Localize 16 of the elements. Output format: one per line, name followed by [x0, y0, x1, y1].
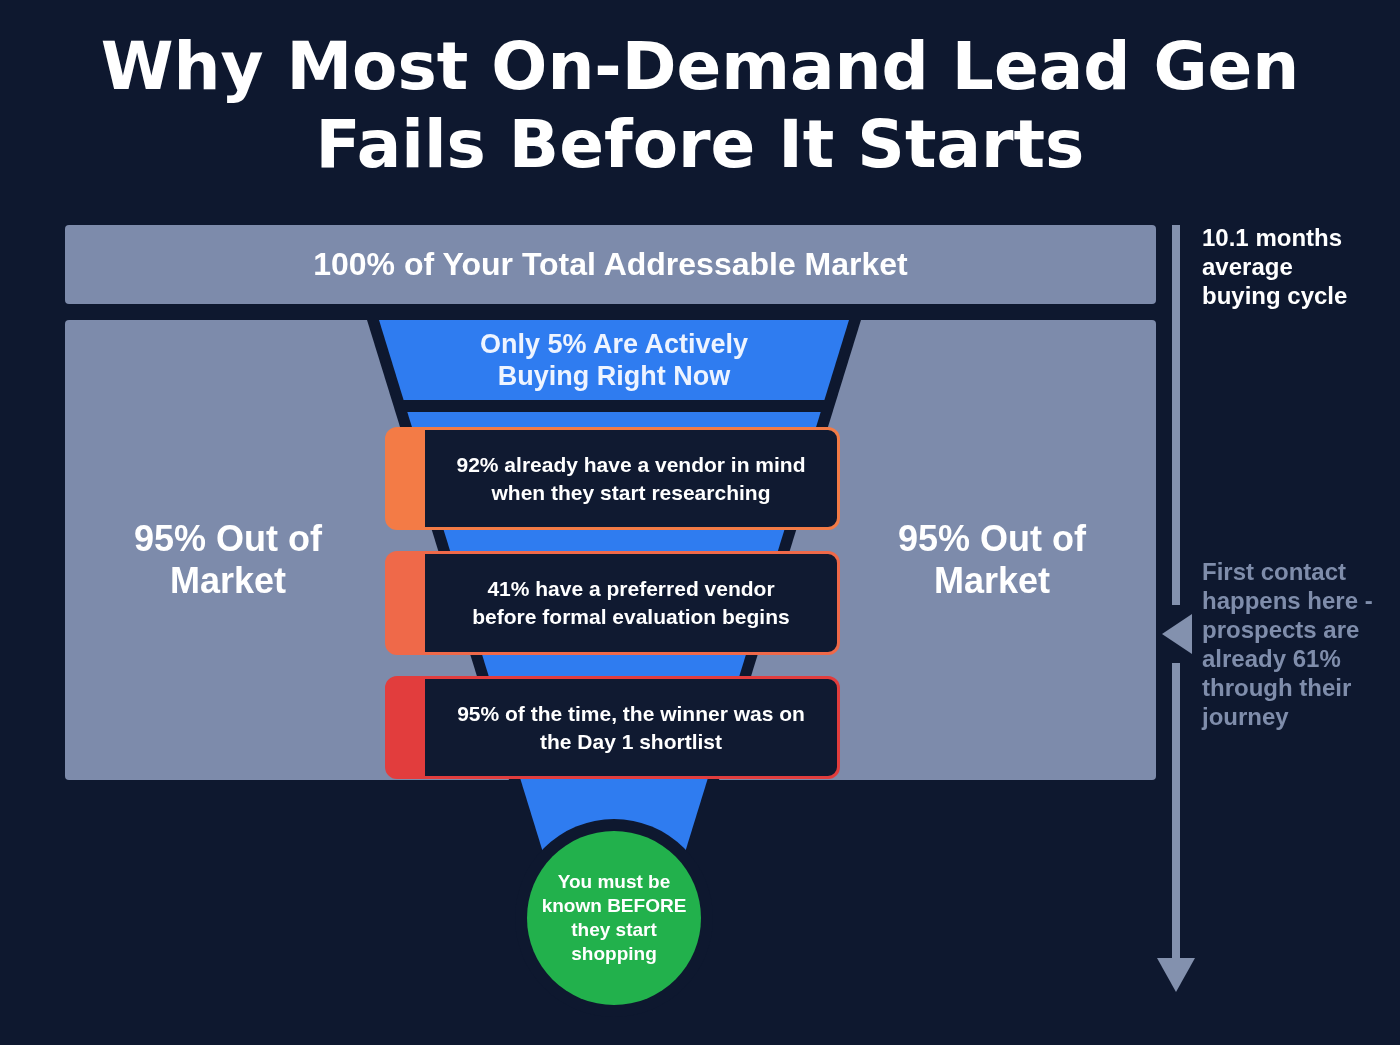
- stat-text: 95% of the time, the winner was on the Day 1 shortlist: [456, 700, 806, 755]
- out-of-market-label: 95% Out of Market: [897, 518, 1087, 602]
- bar-label: 100% of Your Total Addressable Market: [313, 245, 908, 284]
- funnel-segment: [379, 320, 849, 400]
- segment-label: Only 5% Are Actively Buying Right Now: [478, 328, 750, 392]
- stat-text: 92% already have a vendor in mind when they start researching: [455, 451, 807, 506]
- market-bar: [65, 225, 1156, 304]
- stat-card: [385, 551, 840, 655]
- title: Why Most On-Demand Lead Gen Fails Before It Starts: [99, 28, 1301, 184]
- cycle-label: 10.1 months average buying cycle: [1202, 223, 1349, 310]
- out-of-market-label: 95% Out of Market: [133, 518, 323, 602]
- stat-card: [385, 676, 840, 779]
- annotation-text: First contact happens here - prospects are already 61% through their journey: [1202, 557, 1374, 731]
- stat-text: 41% have a preferred vendor before formal evaluation begins: [471, 576, 791, 630]
- stat-card: [385, 427, 840, 530]
- conclusion-text: You must be known BEFORE they start shopping: [540, 870, 688, 966]
